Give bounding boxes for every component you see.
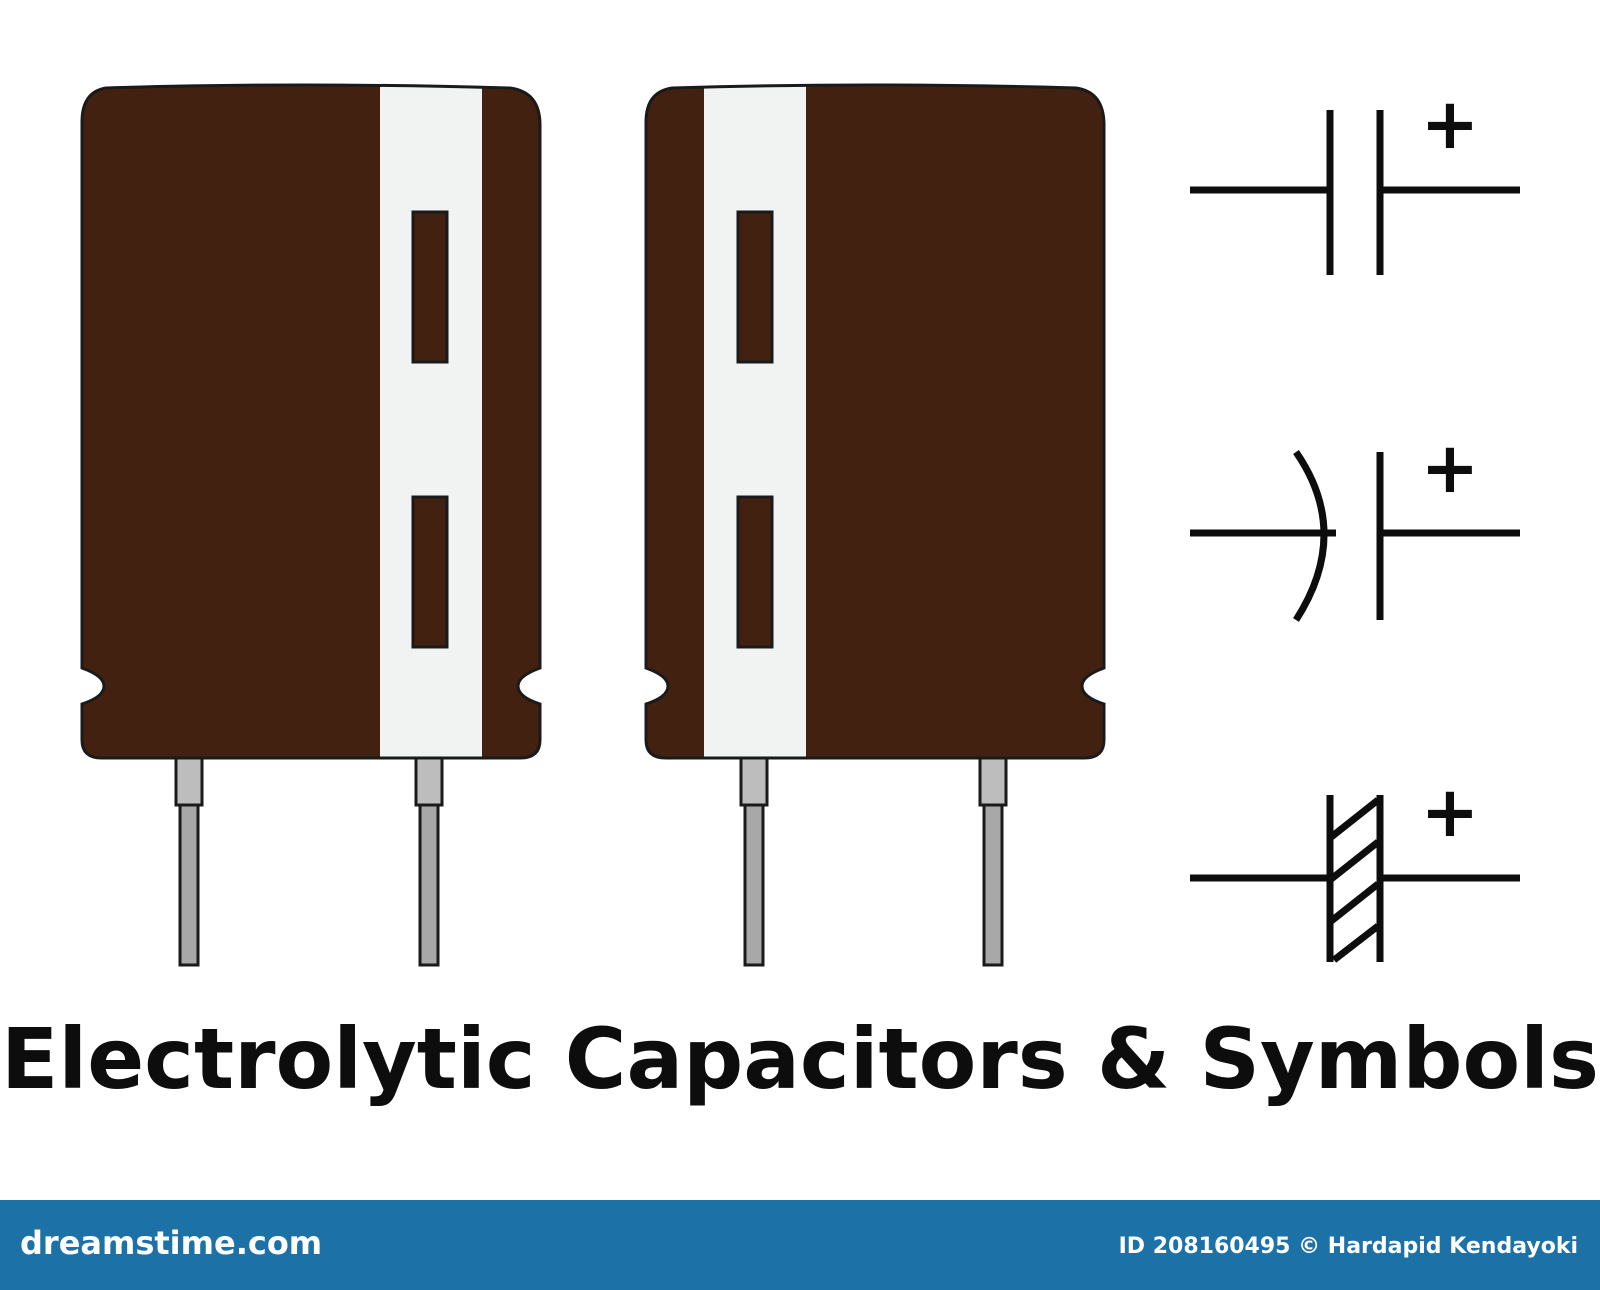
lead-left-upper [739, 753, 769, 807]
lead-right-upper [414, 753, 444, 807]
minus-mark-lower [411, 495, 449, 649]
polarity-stripe [704, 85, 806, 758]
lead-right-upper [978, 753, 1008, 807]
lead-left-lower [743, 803, 765, 967]
capacitor-diagram: + + + [80, 83, 1520, 967]
footer-logo[interactable]: dreamstime.com [20, 1224, 323, 1262]
footer-bar: dreamstime.com ID 208160495 © Hardapid K… [0, 1200, 1600, 1290]
plus-sign-3: + [1421, 771, 1480, 853]
minus-mark-lower [736, 495, 774, 649]
capacitor-back-view [644, 83, 1106, 967]
minus-mark-upper [411, 210, 449, 364]
capacitor-front-view [80, 83, 542, 967]
symbol-hatched-capacitor [1190, 795, 1520, 963]
symbol-polarized-capacitor [1190, 110, 1520, 275]
footer-credit: ID 208160495 © Hardapid Kendayoki [1118, 1234, 1578, 1259]
lead-left-upper [174, 753, 204, 807]
page-title: Electrolytic Capacitors & Symbols [1, 1010, 1599, 1108]
plus-sign-1: + [1421, 83, 1480, 165]
lead-right-lower [418, 803, 440, 967]
plus-sign-2: + [1421, 427, 1480, 509]
lead-left-lower [178, 803, 200, 967]
lead-right-lower [982, 803, 1004, 967]
minus-mark-upper [736, 210, 774, 364]
symbol-curved-plate-capacitor [1190, 450, 1520, 622]
polarity-stripe [380, 85, 482, 758]
